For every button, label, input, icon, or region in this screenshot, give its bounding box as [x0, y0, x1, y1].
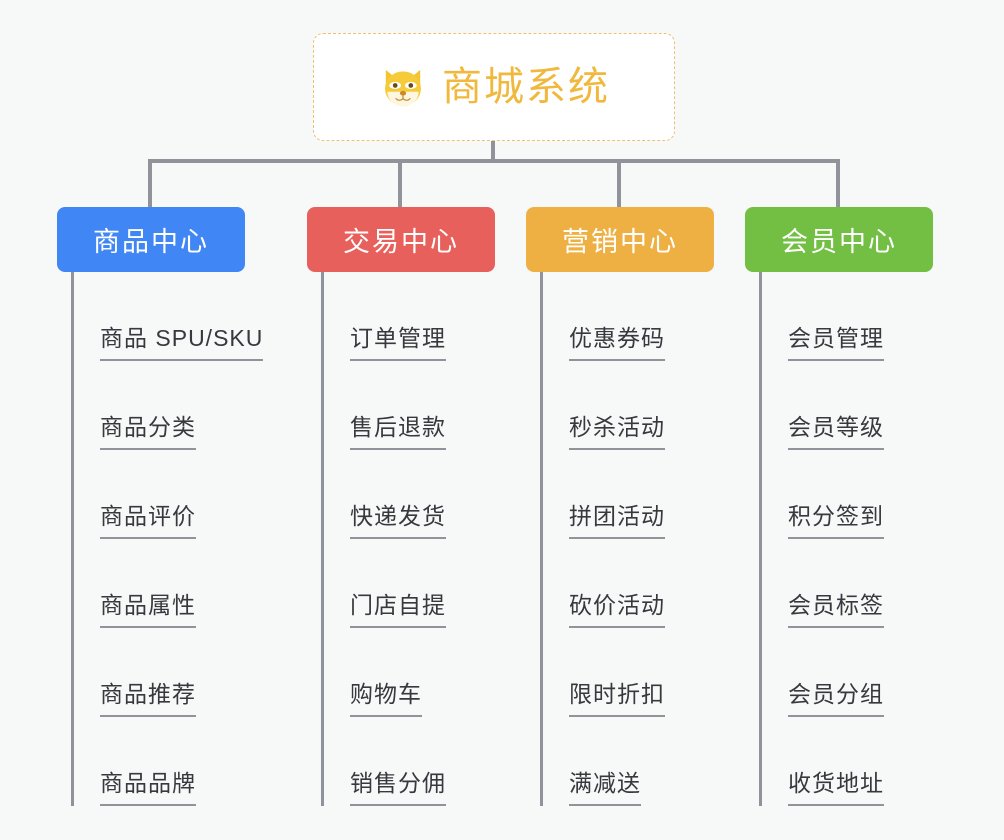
- leaf-item[interactable]: 商品推荐: [71, 628, 263, 717]
- leaf-label: 收货地址: [788, 772, 884, 806]
- leaf-item[interactable]: 优惠券码: [540, 272, 714, 361]
- leaf-label: 销售分佣: [350, 772, 446, 806]
- branch-column-1: 交易中心 订单管理 售后退款 快递发货 门店自提 购物车 销售分佣: [307, 207, 495, 806]
- trunk-line-3: [759, 272, 762, 806]
- leaf-label: 商品 SPU/SKU: [100, 327, 264, 361]
- connector-drop-0: [148, 159, 152, 207]
- leaf-item[interactable]: 商品分类: [71, 361, 263, 450]
- leaf-label: 售后退款: [350, 416, 446, 450]
- leaf-label: 商品分类: [100, 416, 196, 450]
- leaf-label: 购物车: [350, 683, 422, 717]
- branch-header-2[interactable]: 营销中心: [526, 207, 714, 272]
- leaf-item[interactable]: 收货地址: [759, 717, 933, 806]
- leaf-label: 会员等级: [788, 416, 884, 450]
- leaf-label: 商品属性: [100, 594, 196, 628]
- leaf-label: 商品评价: [100, 505, 196, 539]
- leaf-list-3: 会员管理 会员等级 积分签到 会员标签 会员分组 收货地址: [759, 272, 933, 806]
- leaf-item[interactable]: 限时折扣: [540, 628, 714, 717]
- leaf-item[interactable]: 满减送: [540, 717, 714, 806]
- leaf-item[interactable]: 商品 SPU/SKU: [71, 272, 264, 361]
- branch-column-3: 会员中心 会员管理 会员等级 积分签到 会员标签 会员分组 收货地址: [745, 207, 933, 806]
- leaf-label: 商品品牌: [100, 772, 196, 806]
- branch-column-0: 商品中心 商品 SPU/SKU 商品分类 商品评价 商品属性 商品推荐 商品品牌: [57, 207, 264, 806]
- leaf-label: 门店自提: [350, 594, 446, 628]
- leaf-item[interactable]: 销售分佣: [321, 717, 495, 806]
- leaf-item[interactable]: 会员分组: [759, 628, 933, 717]
- leaf-list-0: 商品 SPU/SKU 商品分类 商品评价 商品属性 商品推荐 商品品牌: [71, 272, 264, 806]
- connector-drop-1: [398, 159, 402, 207]
- connector-horizontal-bus: [148, 159, 840, 163]
- branch-column-2: 营销中心 优惠券码 秒杀活动 拼团活动 砍价活动 限时折扣 满减送: [526, 207, 714, 806]
- branch-header-label-1: 交易中心: [343, 227, 459, 257]
- leaf-item[interactable]: 商品评价: [71, 450, 263, 539]
- leaf-label: 满减送: [569, 772, 641, 806]
- leaf-label: 会员管理: [788, 327, 884, 361]
- trunk-line-0: [71, 272, 74, 806]
- leaf-label: 会员分组: [788, 683, 884, 717]
- leaf-label: 砍价活动: [569, 594, 665, 628]
- shiba-dog-icon: [385, 69, 421, 108]
- leaf-item[interactable]: 会员标签: [759, 539, 933, 628]
- branch-header-3[interactable]: 会员中心: [745, 207, 933, 272]
- root-title: 商城系统: [442, 65, 610, 109]
- leaf-item[interactable]: 购物车: [321, 628, 495, 717]
- leaf-item[interactable]: 快递发货: [321, 450, 495, 539]
- trunk-line-1: [321, 272, 324, 806]
- leaf-item[interactable]: 积分签到: [759, 450, 933, 539]
- leaf-label: 商品推荐: [100, 683, 196, 717]
- leaf-list-1: 订单管理 售后退款 快递发货 门店自提 购物车 销售分佣: [321, 272, 495, 806]
- connector-drop-2: [617, 159, 621, 207]
- root-node[interactable]: 商城系统: [313, 33, 675, 141]
- leaf-item[interactable]: 会员管理: [759, 272, 933, 361]
- leaf-list-2: 优惠券码 秒杀活动 拼团活动 砍价活动 限时折扣 满减送: [540, 272, 714, 806]
- leaf-item[interactable]: 秒杀活动: [540, 361, 714, 450]
- leaf-label: 订单管理: [350, 327, 446, 361]
- leaf-label: 会员标签: [788, 594, 884, 628]
- leaf-label: 优惠券码: [569, 327, 665, 361]
- branch-header-label-0: 商品中心: [93, 227, 209, 257]
- leaf-label: 快递发货: [350, 505, 446, 539]
- branch-header-1[interactable]: 交易中心: [307, 207, 495, 272]
- leaf-label: 秒杀活动: [569, 416, 665, 450]
- leaf-label: 限时折扣: [569, 683, 665, 717]
- branch-header-0[interactable]: 商品中心: [57, 207, 245, 272]
- leaf-item[interactable]: 商品品牌: [71, 717, 263, 806]
- connector-drop-3: [836, 159, 840, 207]
- connector-root-stem: [491, 141, 495, 163]
- leaf-label: 积分签到: [788, 505, 884, 539]
- branch-header-label-3: 会员中心: [781, 227, 897, 257]
- leaf-item[interactable]: 拼团活动: [540, 450, 714, 539]
- leaf-item[interactable]: 订单管理: [321, 272, 495, 361]
- leaf-label: 拼团活动: [569, 505, 665, 539]
- leaf-item[interactable]: 会员等级: [759, 361, 933, 450]
- leaf-item[interactable]: 门店自提: [321, 539, 495, 628]
- leaf-item[interactable]: 售后退款: [321, 361, 495, 450]
- branch-header-label-2: 营销中心: [562, 227, 678, 257]
- leaf-item[interactable]: 商品属性: [71, 539, 263, 628]
- trunk-line-2: [540, 272, 543, 806]
- leaf-item[interactable]: 砍价活动: [540, 539, 714, 628]
